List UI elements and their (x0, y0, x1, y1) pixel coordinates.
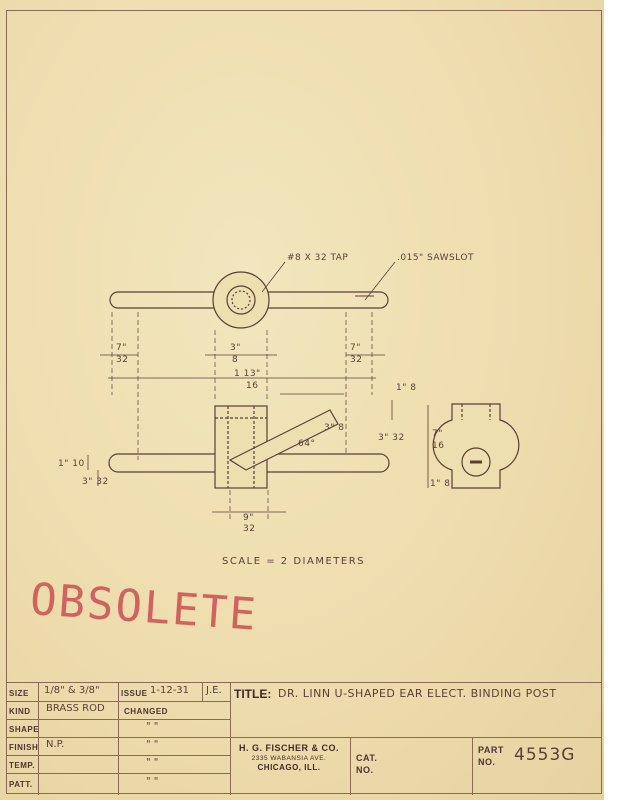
issue-value: 1-12-31 (150, 685, 190, 696)
dim-3-8-diag: 3" 8 (324, 423, 344, 433)
dim-center-den: 8 (232, 355, 238, 365)
dim-angle: 64° (298, 439, 315, 449)
dim-7-16-num: 7" (432, 429, 443, 439)
drafter-initials: J.E. (206, 685, 222, 696)
dim-bottom-num: 9" (243, 513, 254, 523)
ditto-shape: " " (146, 721, 159, 732)
cat-no-label: NO. (356, 765, 374, 775)
dim-bottom-den: 32 (243, 524, 255, 534)
patt-label: PATT. (9, 780, 33, 789)
dim-right-num: 7" (350, 343, 361, 353)
tap-note: #8 X 32 TAP (287, 253, 348, 263)
scale-note: SCALE = 2 DIAMETERS (222, 556, 365, 567)
dim-1-8-right: 1" 8 (430, 479, 450, 489)
kind-value: BRASS ROD (46, 703, 105, 714)
company-city: CHICAGO, ILL. (257, 763, 321, 772)
extension-lines (111, 312, 373, 520)
issue-label: ISSUE (121, 689, 148, 698)
ditto-patt: " " (146, 776, 159, 787)
title-value: DR. LINN U-SHAPED EAR ELECT. BINDING POS… (278, 687, 557, 700)
company-name: H. G. FISCHER & CO. (238, 743, 339, 753)
title-label: TITLE: (234, 687, 272, 701)
kind-label: KIND (9, 707, 31, 716)
company-address: 2335 WABANSIA AVE. (251, 755, 327, 762)
dim-overall: 1 13" (234, 369, 261, 379)
finish-label: FINISH (9, 743, 39, 752)
dim-left-den: 32 (116, 355, 128, 365)
title-block: SIZE 1/8" & 3/8" ISSUE 1-12-31 J.E. KIND… (6, 682, 602, 795)
dim-7-16-den: 16 (432, 441, 444, 451)
size-value: 1/8" & 3/8" (44, 685, 100, 696)
scan-margin (604, 0, 618, 800)
cat-label: CAT. (356, 753, 378, 763)
dim-center-num: 3" (230, 343, 241, 353)
ditto-finish: " " (146, 739, 159, 750)
dim-left-num: 7" (116, 343, 127, 353)
dimension-lines (87, 354, 429, 513)
size-label: SIZE (9, 689, 29, 698)
dim-1-8-top: 1" 8 (396, 383, 416, 393)
changed-label: CHANGED (124, 707, 168, 716)
ditto-temp: " " (146, 757, 159, 768)
part-number: 4553G (514, 745, 576, 765)
dim-overall-den: 16 (246, 381, 258, 391)
dim-1-10: 1" 10 (58, 459, 85, 469)
company-block: H. G. FISCHER & CO. 2335 WABANSIA AVE. C… (234, 743, 344, 772)
temp-label: TEMP. (9, 761, 35, 770)
sawslot-note: .015" SAWSLOT (397, 253, 474, 263)
top-view (109, 271, 389, 329)
dim-3-32-left: 3" 32 (82, 477, 109, 487)
finish-value: N.P. (46, 739, 65, 750)
shape-label: SHAPE (9, 725, 40, 734)
part-no-label: NO. (478, 757, 496, 767)
leader-lines (261, 261, 396, 301)
dim-right-den: 32 (350, 355, 362, 365)
part-label: PART (478, 745, 504, 755)
front-view (108, 393, 390, 489)
dim-3-32: 3" 32 (378, 433, 405, 443)
drawing-border (6, 10, 602, 794)
side-view (432, 403, 520, 489)
